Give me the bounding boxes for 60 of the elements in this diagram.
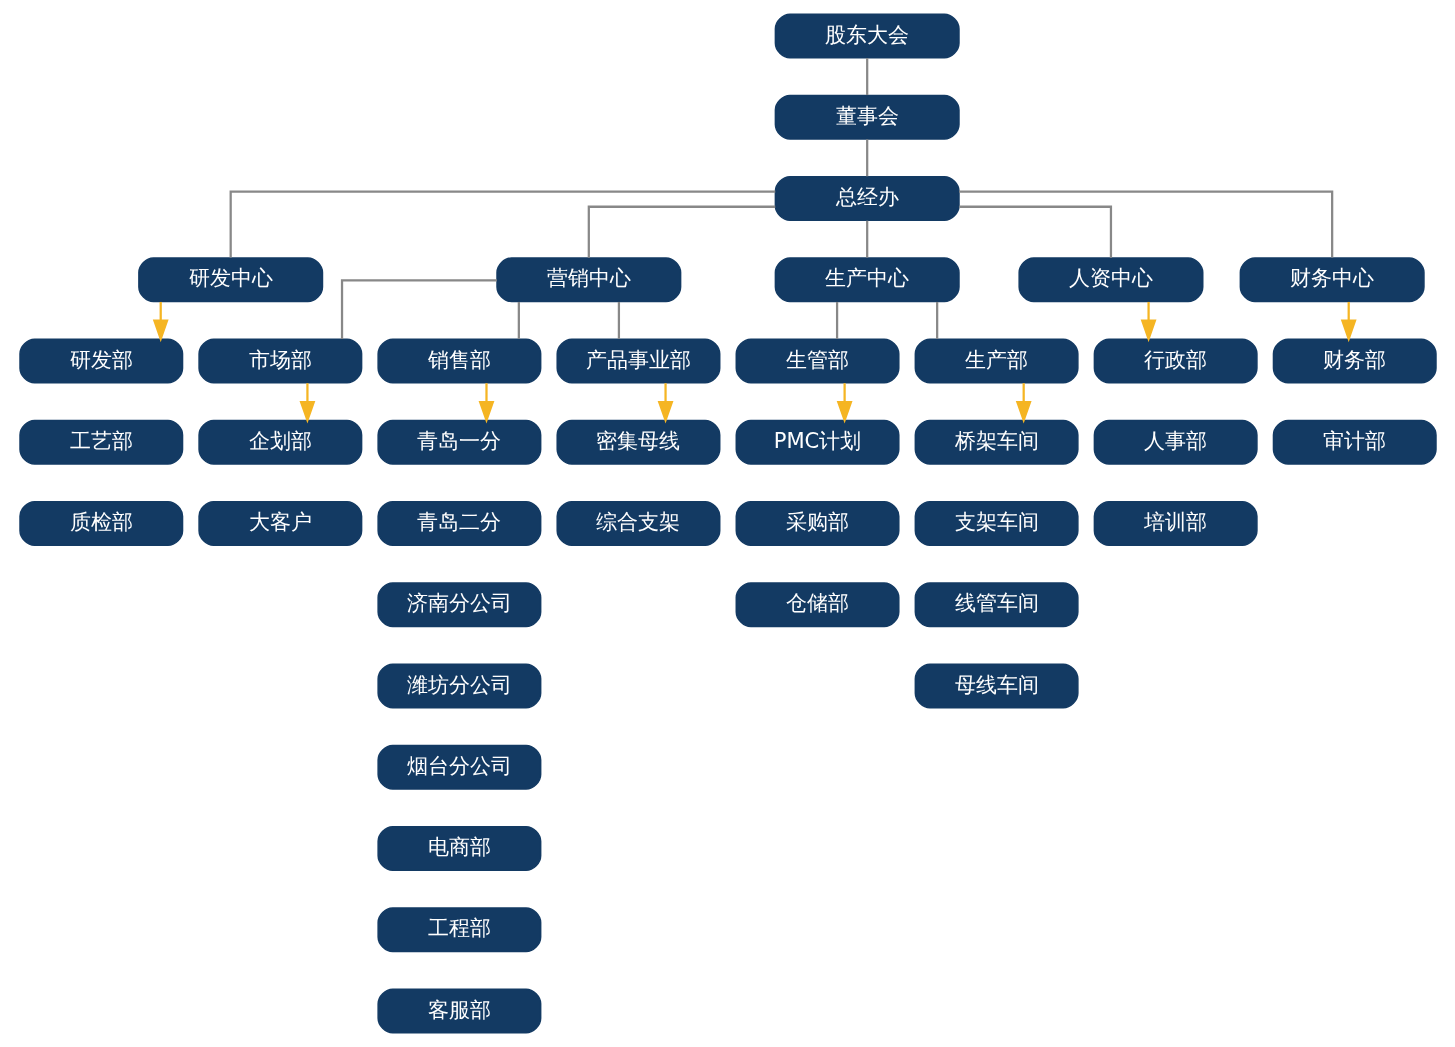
node-box: 行政部 [1093,338,1258,384]
connector [958,190,1333,258]
node-box: 财务中心 [1239,257,1425,303]
node-box: 审计部 [1272,419,1437,465]
node-box: 财务部 [1272,338,1437,384]
arrow [478,383,494,424]
node-box: 企划部 [197,419,362,465]
arrow [1140,301,1156,343]
node-box: 产品事业部 [555,338,720,384]
node-box: 电商部 [376,825,541,872]
node-box: 支架车间 [914,500,1079,547]
node-box: 仓储部 [735,582,900,628]
node-box: 生产中心 [774,257,960,303]
node-box: 董事会 [774,94,960,140]
connector [958,205,1112,258]
node-box: 工程部 [376,907,541,953]
connector [865,139,868,177]
node-box: 济南分公司 [376,582,541,628]
node-box: 大客户 [197,500,362,547]
node-box: 工艺部 [18,419,183,465]
node-box: 潍坊分公司 [376,663,541,709]
node-box: 青岛一分 [376,419,541,465]
node-box: 客服部 [376,988,541,1034]
node-box: 青岛二分 [376,500,541,547]
arrow [657,383,673,424]
node-box: 采购部 [735,500,900,547]
node-box: 生管部 [735,338,900,384]
node-box: 总经办 [774,175,960,222]
node-box: 母线车间 [914,663,1079,709]
node-box: 桥架车间 [914,419,1079,465]
node-box: 烟台分公司 [376,744,541,790]
node-box: 人事部 [1093,419,1258,465]
node-box: 质检部 [18,500,183,547]
arrow [299,383,315,424]
node-box: 线管车间 [914,582,1079,628]
connector [340,279,497,339]
node-box: 研发部 [18,338,183,384]
node-box: 营销中心 [495,257,681,303]
node-box: PMC计划 [735,419,900,465]
connector [935,301,938,339]
connector [517,301,520,339]
node-box: 生产部 [914,338,1079,384]
arrow [1015,383,1032,424]
node-box: 销售部 [376,338,541,384]
node-box: 培训部 [1093,500,1258,547]
connector [865,220,868,258]
connector [835,301,838,339]
arrow [1340,301,1357,343]
node-box: 市场部 [197,338,362,384]
node-box: 人资中心 [1017,257,1203,303]
node-box: 研发中心 [137,257,323,303]
node-box: 股东大会 [774,13,960,59]
node-box: 密集母线 [555,419,720,465]
connector [229,190,775,258]
connector [587,205,775,258]
connector [617,301,620,339]
node-box: 综合支架 [555,500,720,547]
arrow [152,301,169,343]
connector [865,58,868,96]
arrow [836,383,853,424]
